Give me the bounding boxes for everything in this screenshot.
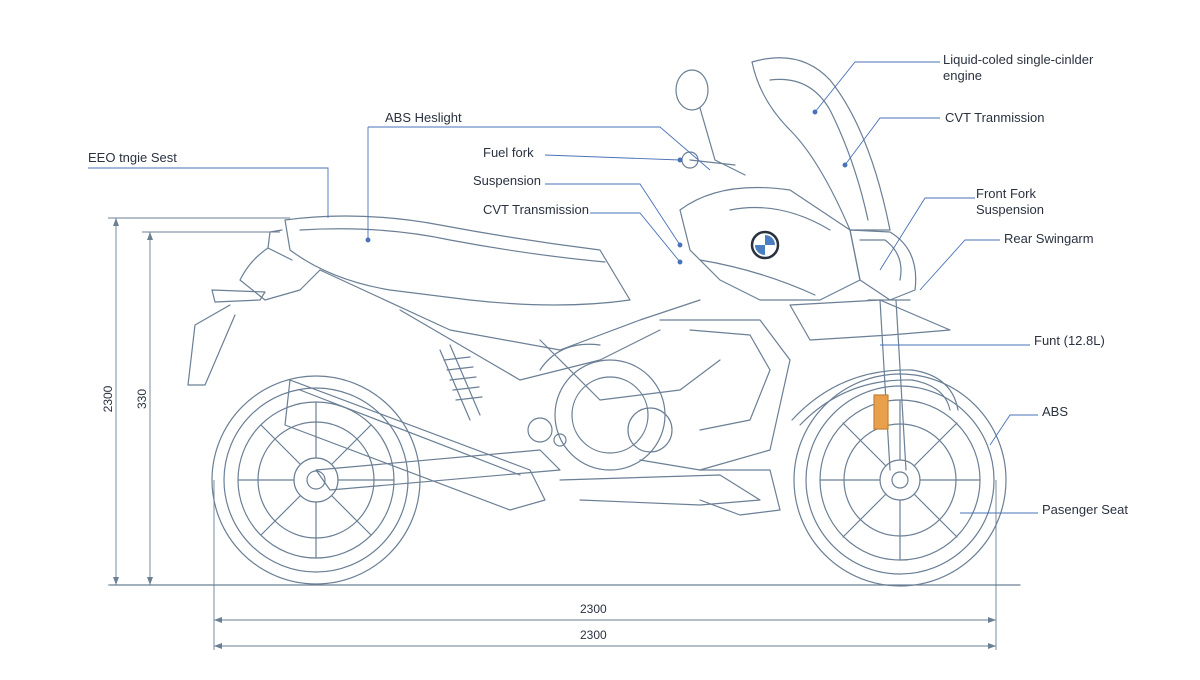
leader-cvt-right xyxy=(844,117,940,166)
label-suspension: Suspension xyxy=(473,173,541,188)
front-fender xyxy=(791,369,959,421)
leader-engine xyxy=(814,61,940,113)
front-beak xyxy=(789,299,951,341)
dimension-overall-length-value: 2300 xyxy=(580,628,607,642)
label-rear-swingarm: Rear Swingarm xyxy=(1004,231,1094,246)
windscreen xyxy=(751,57,891,231)
footpeg xyxy=(553,433,567,447)
front-reflector xyxy=(873,394,889,430)
leader-rear-swingarm xyxy=(919,239,1000,291)
leader-eeo-seat xyxy=(88,167,329,218)
dimension-inner-height-value: 330 xyxy=(135,388,149,410)
label-front-fork-suspension: Front Fork Suspension xyxy=(976,186,1044,217)
dimension-outer-height-value: 2300 xyxy=(101,385,115,413)
rear-wheel xyxy=(211,375,421,585)
front-wheel xyxy=(793,373,1007,587)
leader-abs xyxy=(989,414,1038,446)
headlight xyxy=(849,229,917,301)
tail-section xyxy=(239,247,321,301)
license-plate-holder xyxy=(187,304,236,386)
label-eeo-seat: EEO tngie Sest xyxy=(88,150,177,165)
leader-abs-headlight xyxy=(368,126,711,171)
roundel-badge-icon xyxy=(750,230,780,260)
label-fuel-fork: Fuel fork xyxy=(483,145,534,160)
label-cvt-transmission-right: CVT Tranmission xyxy=(945,110,1045,125)
label-funt: Funt (12.8L) xyxy=(1034,333,1105,348)
fuel-tank xyxy=(679,186,861,301)
front-fork xyxy=(867,299,911,471)
dimension-inner-height xyxy=(142,231,280,586)
label-abs-headlight: ABS Heslight xyxy=(385,110,462,125)
seat xyxy=(284,215,631,306)
label-cvt-transmission-left: CVT Transmission xyxy=(483,202,589,217)
swingarm xyxy=(315,449,561,491)
label-engine: Liquid-coled single-cinlder engine xyxy=(943,52,1094,83)
belly-pan xyxy=(699,469,781,516)
mirror xyxy=(675,69,746,176)
leader-front-fork xyxy=(879,197,975,271)
engine xyxy=(527,319,791,506)
rear-shock xyxy=(439,344,483,421)
label-abs: ABS xyxy=(1042,404,1069,419)
leader-suspension xyxy=(545,183,681,246)
label-passenger-seat: Pasenger Seat xyxy=(1042,502,1129,517)
dimension-wheelbase xyxy=(213,480,997,650)
dimension-wheelbase-value: 2300 xyxy=(580,602,607,616)
leader-fuel-fork xyxy=(544,154,681,161)
leader-cvt-left xyxy=(590,212,681,263)
frame xyxy=(319,269,701,351)
